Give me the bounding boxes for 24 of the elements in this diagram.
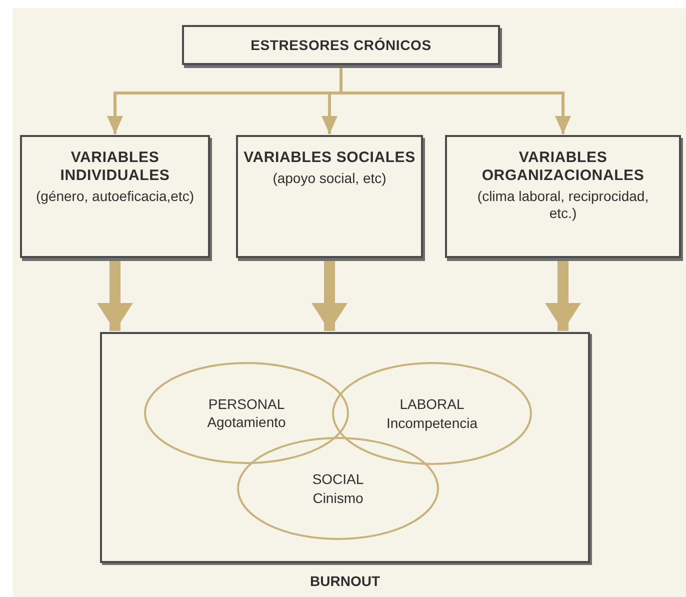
arrow: [545, 260, 581, 331]
stressor-box: [182, 25, 500, 65]
variable-box: [445, 135, 681, 258]
frame-caption: BURNOUT: [309, 573, 381, 589]
dimension-ellipse: [144, 362, 349, 464]
dimension-name: PERSONAL: [208, 394, 285, 413]
box-description: (género, autoeficacia,etc): [36, 188, 194, 205]
dimension-symptom: Incompetencia: [386, 414, 478, 432]
box-heading: ESTRESORES CRÓNICOS: [250, 36, 432, 54]
box-description: (apoyo social, etc): [272, 170, 386, 187]
dimension-ellipse: [237, 437, 439, 540]
variable-box: [236, 135, 423, 258]
box-heading: VARIABLES ORGANIZACIONALES: [480, 149, 646, 185]
variable-box: [20, 135, 210, 258]
dimension-ellipse: [332, 362, 532, 465]
box-description: (clima laboral, reciprocidad, etc.): [476, 188, 650, 222]
dimension-name: LABORAL: [400, 395, 464, 414]
box-heading: VARIABLES SOCIALES: [244, 149, 416, 167]
arrow: [97, 260, 133, 331]
dimension-symptom: Cinismo: [312, 488, 364, 507]
dimension-symptom: Agotamiento: [207, 413, 286, 432]
dimension-name: SOCIAL: [312, 470, 364, 488]
box-heading: VARIABLES INDIVIDUALES: [59, 149, 171, 185]
arrow: [312, 260, 348, 331]
